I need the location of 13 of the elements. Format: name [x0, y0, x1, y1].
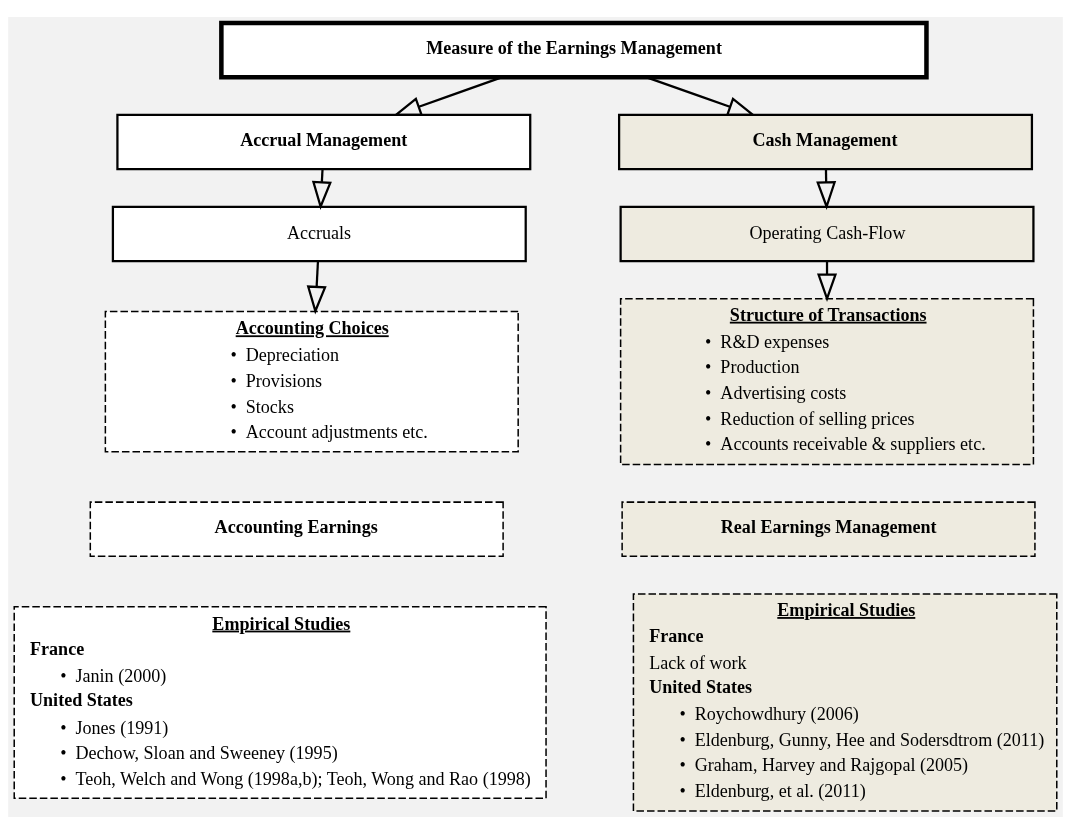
node-box: Accounting Earnings: [89, 500, 504, 557]
node-box: Empirical Studies France • Janin (2000) United States • Jones (1991) • Dechow, Sloan and Sweeney (1995) • Teoh, Welch and Wong (1998a,b); Teoh, Wong and Rao (1998): [13, 605, 547, 799]
node-box: Accounting Choices • Depreciation • Provisions • Stocks • Account adjustments etc.: [104, 310, 519, 452]
node-box: Real Earnings Management: [621, 500, 1036, 557]
node-box: Structure of Transactions • R&D expenses • Production • Advertising costs • Reduction of selling prices • Accounts receivable & suppliers etc.: [619, 297, 1035, 465]
arrow: [306, 260, 327, 314]
node-box: Operating Cash-Flow: [619, 205, 1035, 262]
node-box: Cash Management: [618, 113, 1034, 170]
node-box: Accrual Management: [116, 113, 532, 170]
node-box: Accruals: [111, 205, 527, 262]
node-box: Empirical Studies France Lack of work United States • Roychowdhury (2006) • Eldenburg, Gunny, Hee and Sodersdtrom (2011) • Graham, Harvey and Rajgopal (2005) • Eldenburg, et al. (2011): [632, 592, 1058, 812]
arrow: [311, 168, 332, 210]
node-box: Measure of the Earnings Management: [219, 20, 929, 80]
